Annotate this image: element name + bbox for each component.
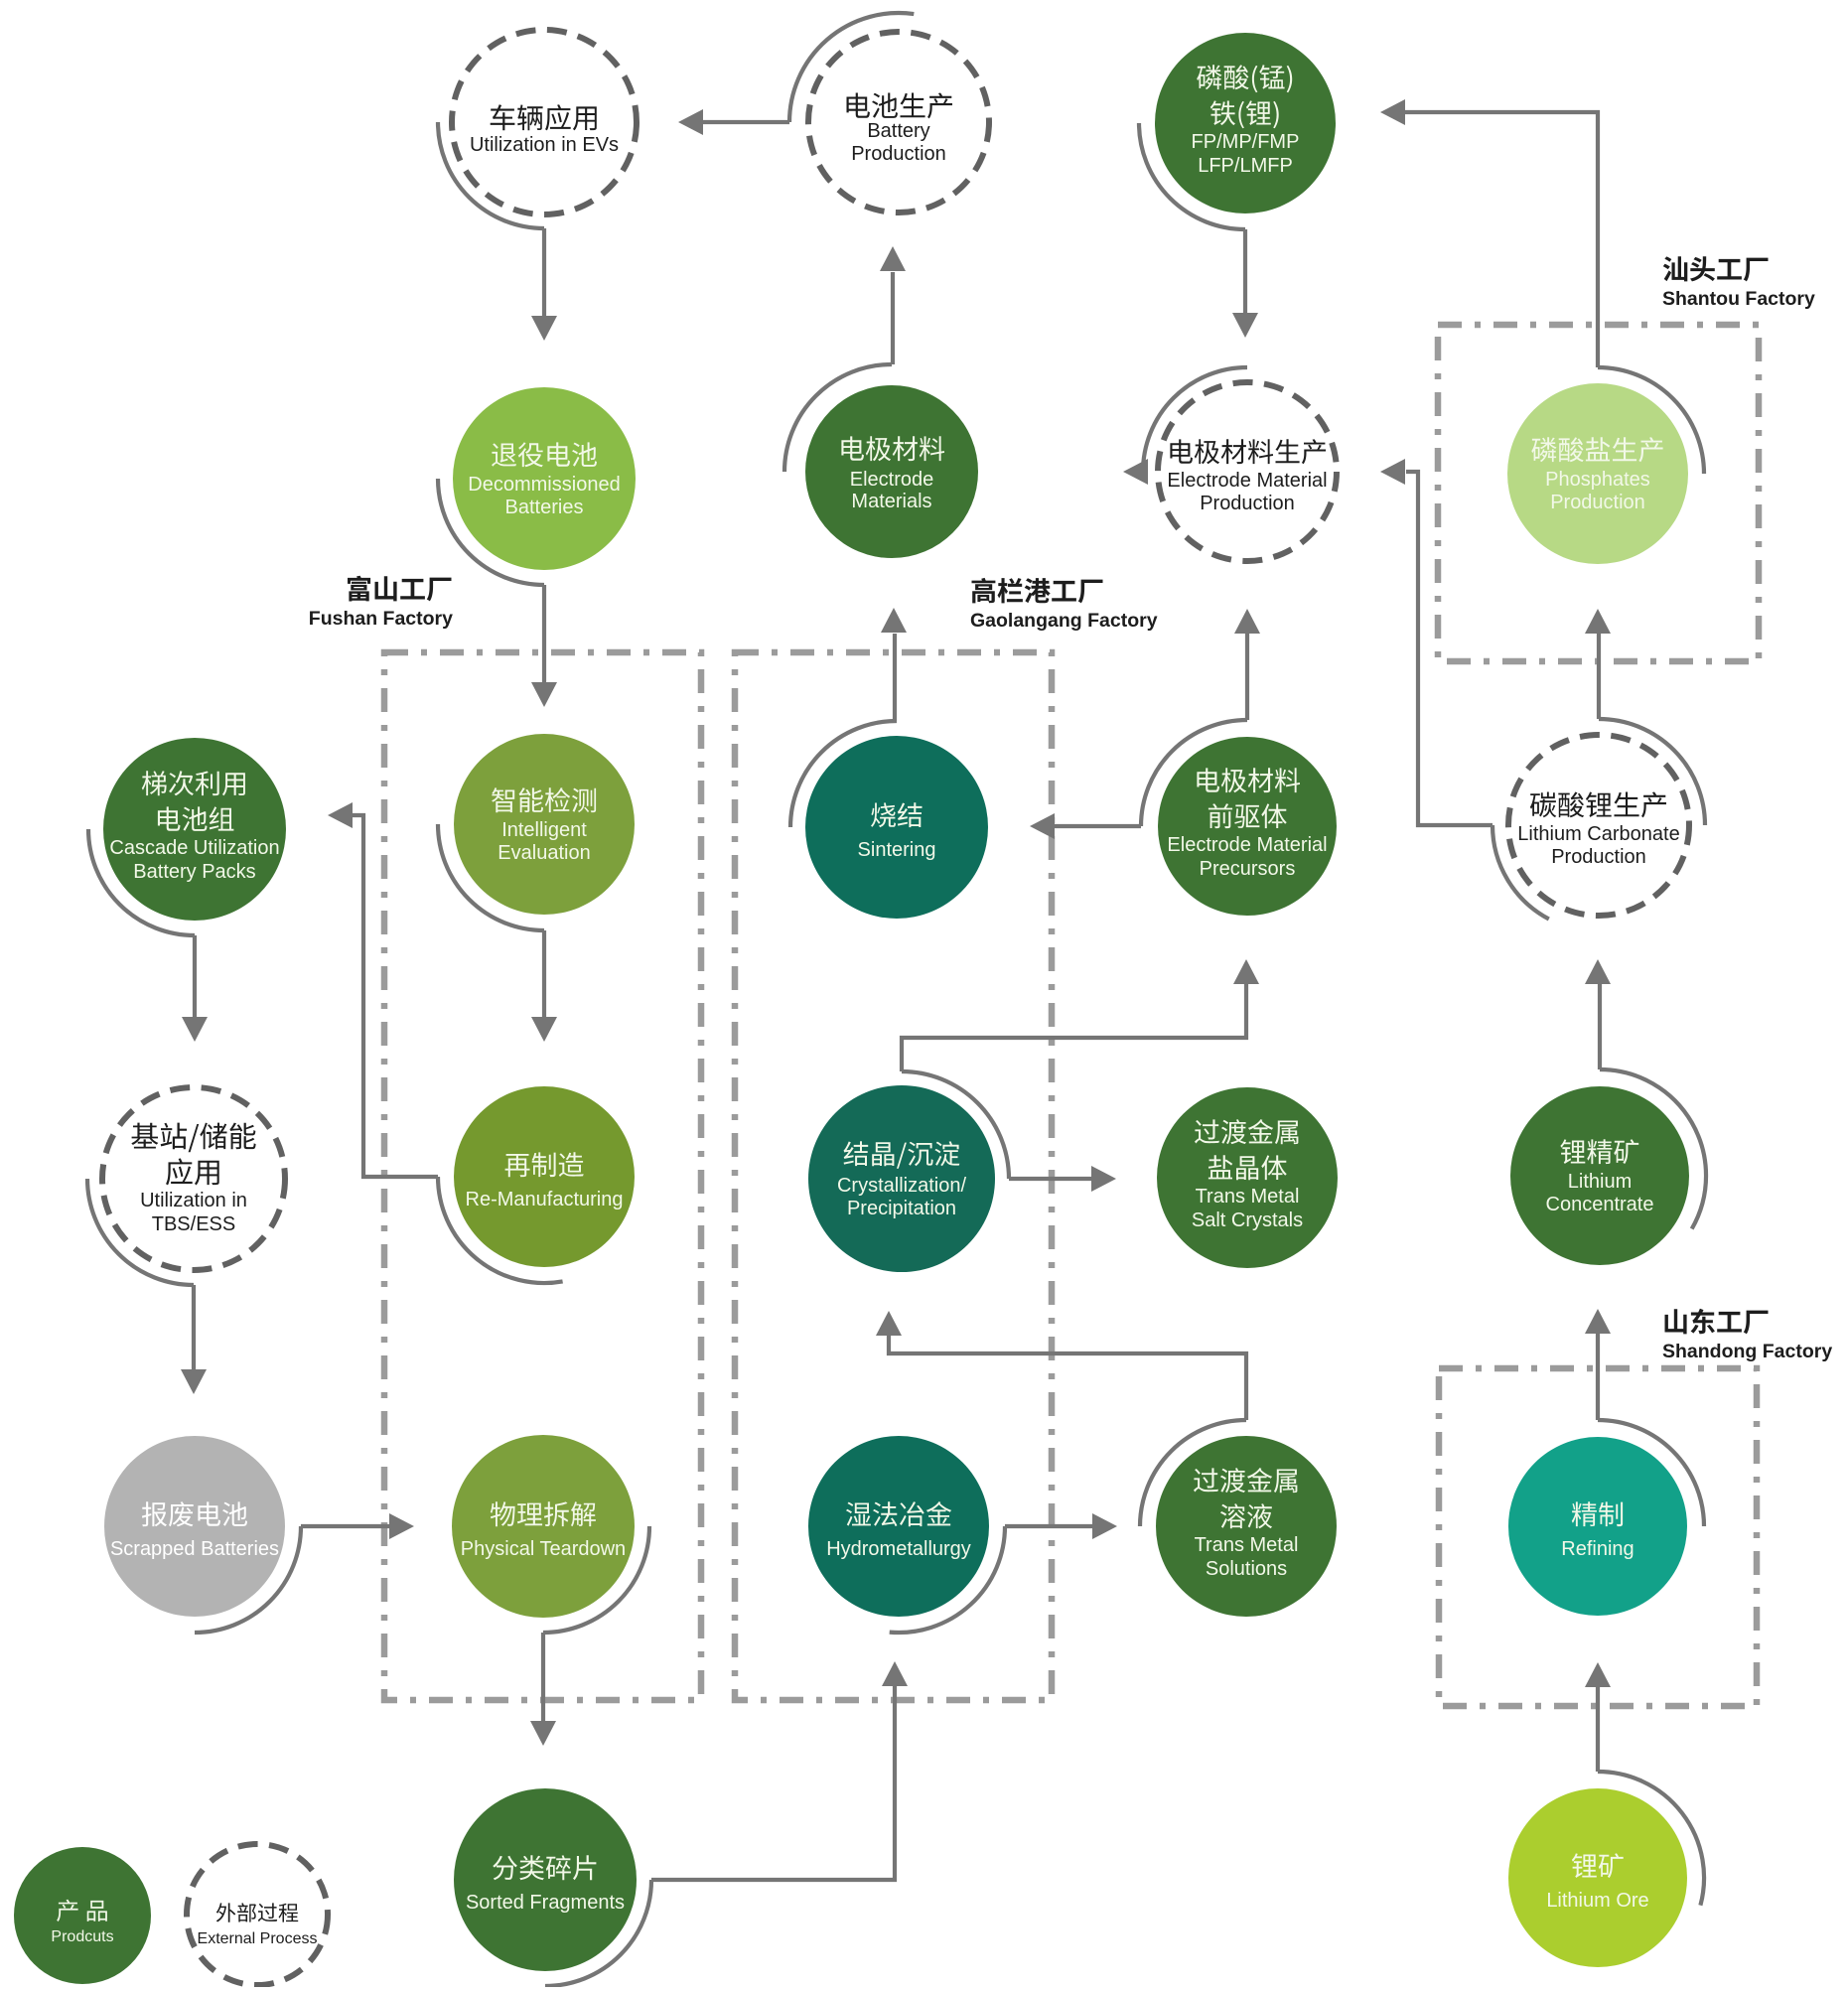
svg-text:Hydrometallurgy: Hydrometallurgy: [826, 1538, 971, 1560]
svg-text:Trans Metal: Trans Metal: [1196, 1186, 1300, 1208]
svg-text:Decommissioned: Decommissioned: [468, 474, 620, 496]
svg-text:Intelligent: Intelligent: [501, 819, 587, 841]
svg-text:Precursors: Precursors: [1200, 858, 1296, 880]
svg-text:Electrode Material: Electrode Material: [1167, 470, 1327, 492]
svg-text:Materials: Materials: [851, 491, 931, 512]
svg-text:Production: Production: [1200, 493, 1295, 514]
svg-text:Fushan Factory: Fushan Factory: [309, 608, 453, 630]
svg-text:Sorted Fragments: Sorted Fragments: [466, 1892, 625, 1914]
svg-text:Prodcuts: Prodcuts: [51, 1928, 113, 1945]
svg-text:Salt Crystals: Salt Crystals: [1192, 1209, 1303, 1231]
svg-text:Shandong Factory: Shandong Factory: [1662, 1341, 1832, 1362]
svg-text:Phosphates: Phosphates: [1545, 469, 1650, 491]
svg-text:Gaolangang Factory: Gaolangang Factory: [970, 610, 1158, 632]
svg-text:Refining: Refining: [1561, 1538, 1634, 1560]
svg-text:Production: Production: [1550, 492, 1645, 513]
svg-text:Production: Production: [851, 143, 946, 165]
svg-text:Physical Teardown: Physical Teardown: [461, 1538, 626, 1560]
svg-text:Re-Manufacturing: Re-Manufacturing: [466, 1189, 624, 1210]
svg-text:Utilization in EVs: Utilization in EVs: [470, 134, 619, 156]
svg-text:Batteries: Batteries: [505, 497, 584, 518]
svg-text:Concentrate: Concentrate: [1546, 1194, 1654, 1215]
svg-text:Battery Packs: Battery Packs: [133, 861, 255, 883]
svg-text:External Process: External Process: [198, 1930, 318, 1947]
svg-text:Precipitation: Precipitation: [847, 1198, 956, 1219]
svg-text:LFP/LMFP: LFP/LMFP: [1198, 155, 1293, 177]
svg-text:Sintering: Sintering: [858, 839, 936, 861]
svg-text:Trans Metal: Trans Metal: [1195, 1534, 1299, 1556]
svg-text:Lithium: Lithium: [1568, 1171, 1632, 1193]
svg-text:Solutions: Solutions: [1206, 1558, 1287, 1580]
svg-text:FP/MP/FMP: FP/MP/FMP: [1192, 131, 1300, 153]
svg-text:Evaluation: Evaluation: [498, 842, 590, 864]
svg-text:Electrode Material: Electrode Material: [1167, 834, 1327, 856]
svg-text:Electrode: Electrode: [850, 469, 934, 491]
svg-text:Battery: Battery: [867, 120, 929, 142]
svg-text:Shantou Factory: Shantou Factory: [1662, 288, 1815, 310]
svg-text:TBS/ESS: TBS/ESS: [152, 1213, 235, 1235]
svg-text:Scrapped Batteries: Scrapped Batteries: [110, 1538, 279, 1560]
svg-text:Lithium Ore: Lithium Ore: [1546, 1890, 1648, 1912]
svg-text:Crystallization/: Crystallization/: [837, 1175, 966, 1197]
svg-text:Lithium Carbonate: Lithium Carbonate: [1517, 823, 1679, 845]
svg-text:Utilization in: Utilization in: [140, 1190, 247, 1211]
svg-text:Cascade Utilization: Cascade Utilization: [109, 837, 279, 859]
svg-text:Production: Production: [1551, 846, 1646, 868]
